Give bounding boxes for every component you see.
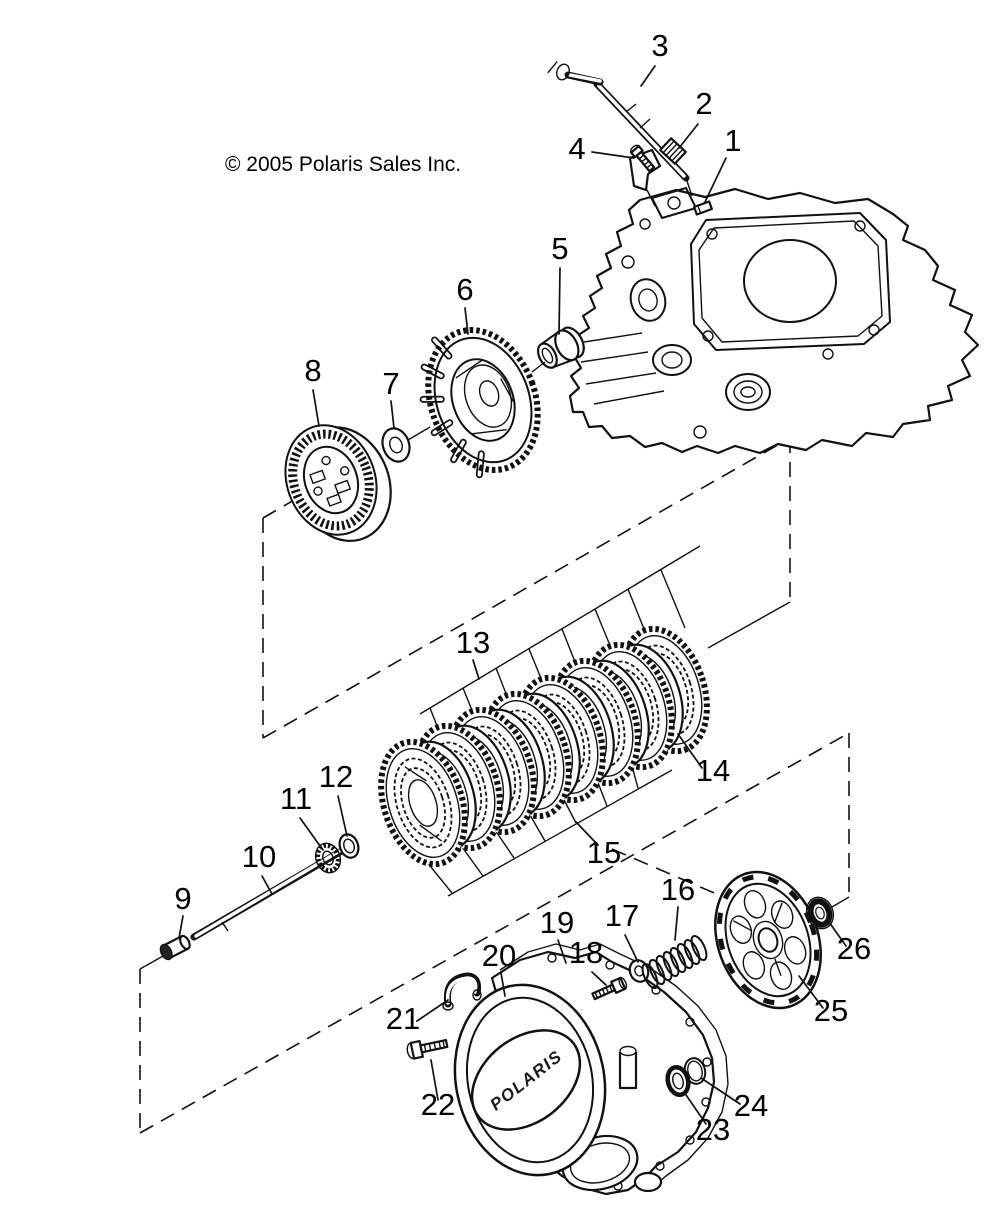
callout-1: 1 (724, 123, 741, 158)
leader-line-8 (312, 389, 320, 427)
crankcase-drawing (568, 187, 980, 455)
callout-14: 14 (696, 753, 730, 788)
callout-6: 6 (456, 272, 473, 307)
leader-line-3 (640, 65, 656, 87)
lock-washer-drawing (338, 833, 360, 859)
cover-bolt-drawing (406, 1038, 449, 1060)
callout-24: 24 (734, 1088, 768, 1123)
leader-line-5 (558, 267, 561, 335)
copyright-text: © 2005 Polaris Sales Inc. (225, 153, 461, 176)
callout-23: 23 (696, 1112, 730, 1147)
shaft-lever-clevis (547, 60, 570, 81)
shaft-seal-drawing (805, 896, 835, 930)
callout-25: 25 (814, 993, 848, 1028)
callout-11: 11 (280, 781, 312, 816)
clutch-plate-stack (378, 625, 710, 868)
callout-19: 19 (540, 905, 574, 940)
callout-17: 17 (605, 898, 639, 933)
adjuster-bolt-drawing (630, 144, 656, 173)
leader-line-25 (798, 975, 824, 1009)
leader-line-20 (500, 972, 506, 997)
bushing-drawing (536, 326, 585, 369)
leader-line-22 (430, 1059, 439, 1101)
polaris-logo: POLARIS (470, 1029, 582, 1131)
leader-line-23 (683, 1091, 707, 1125)
callout-20: 20 (482, 938, 516, 973)
seal-collar-drawing (659, 137, 687, 165)
thrust-washer-drawing (381, 427, 411, 463)
retainer-clip-drawing (693, 200, 713, 216)
callout-8: 8 (304, 353, 321, 388)
clutch-basket-drawing (419, 326, 542, 479)
adjuster-nut-drawing (314, 842, 342, 874)
leader-line-4 (591, 151, 635, 159)
callout-22: 22 (421, 1087, 455, 1122)
callout-10: 10 (242, 839, 276, 874)
leader-line-1 (704, 157, 727, 203)
leader-line-21 (416, 999, 449, 1022)
o-ring-drawing (683, 1057, 707, 1085)
callout-3: 3 (651, 28, 668, 63)
callout-9: 9 (174, 881, 191, 916)
plate-stack-comb (419, 545, 701, 897)
callout-12: 12 (319, 759, 353, 794)
release-shaft-drawing (547, 60, 693, 197)
callout-15: 15 (587, 835, 621, 870)
bleed-bolt-drawing (591, 976, 628, 1001)
callout-21: 21 (386, 1001, 420, 1036)
leader-line-7 (390, 400, 395, 429)
leader-line-17 (624, 934, 639, 963)
projection-plane-upper (262, 437, 791, 739)
leader-line-10 (261, 875, 273, 895)
callout-13: 13 (456, 625, 490, 660)
leader-line-19 (557, 939, 567, 964)
leader-line-2 (678, 123, 699, 149)
callout-4: 4 (568, 131, 585, 166)
leader-line-15 (575, 821, 599, 846)
clutch-cover-drawing: POLARIS (453, 943, 729, 1196)
leader-line-24 (700, 1077, 741, 1105)
callout-18: 18 (569, 935, 603, 970)
callout-2: 2 (695, 86, 712, 121)
leader-lines (178, 65, 847, 1125)
cover-gasket-outline (499, 943, 729, 1189)
leader-line-9 (178, 915, 184, 939)
callout-5: 5 (551, 231, 568, 266)
leader-line-11 (299, 817, 324, 851)
callout-7: 7 (382, 366, 399, 401)
clutch-hub-drawing (284, 424, 392, 542)
leader-line-14 (677, 733, 703, 769)
rod-end-cap-drawing (159, 934, 191, 961)
plug-cap-drawing (665, 1064, 691, 1098)
leader-line-13 (472, 659, 480, 680)
callout-labels: 1 2 3 4 5 6 7 8 9 10 11 12 13 14 15 16 1… (174, 28, 871, 1147)
leader-line-16 (674, 906, 679, 941)
leader-line-18 (591, 971, 607, 986)
basket-fingers (419, 336, 485, 479)
callout-26: 26 (837, 931, 871, 966)
leader-line-26 (828, 921, 847, 947)
leader-line-12 (337, 795, 348, 837)
callout-16: 16 (661, 872, 695, 907)
leader-line-6 (464, 307, 469, 335)
breather-elbow-drawing (442, 972, 482, 1011)
friction-plate-front-drawing (378, 738, 468, 868)
bracket-drawing (628, 148, 662, 207)
clutch-spring-drawing (641, 934, 708, 990)
